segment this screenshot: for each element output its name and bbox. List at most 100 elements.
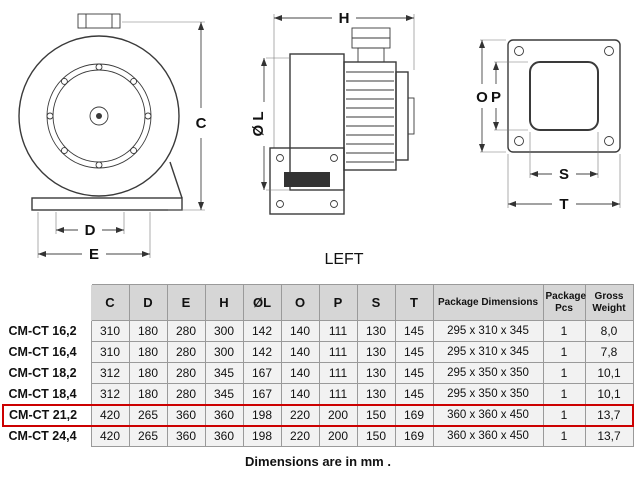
bolt-hole	[514, 46, 524, 56]
table-cell: 295 x 350 x 350	[432, 362, 544, 384]
table-cell: 295 x 350 x 350	[432, 383, 544, 405]
dim-label-e: E	[89, 246, 99, 263]
outlet-flange	[269, 147, 345, 215]
table-cell: 142	[242, 320, 282, 342]
model-cell: CM-CT 16,4	[3, 341, 92, 363]
table-cell: 180	[128, 341, 168, 363]
table-cell: 140	[280, 341, 320, 363]
table-cell: 111	[318, 383, 358, 405]
table-cell: 1	[542, 425, 586, 447]
table-cell: 300	[204, 341, 244, 363]
table-cell: 130	[356, 341, 396, 363]
table-cell: 130	[356, 383, 396, 405]
table-cell: 142	[242, 341, 282, 363]
table-cell: 345	[204, 383, 244, 405]
model-cell: CM-CT 21,2	[2, 403, 92, 427]
header-c: C	[90, 284, 130, 321]
motor-end-cap	[395, 71, 409, 161]
table-cell: 180	[128, 320, 168, 342]
table-cell: 130	[356, 320, 396, 342]
table-cell: 13,7	[584, 403, 634, 427]
dim-label-h: H	[339, 10, 350, 27]
header-model-blank	[3, 284, 91, 321]
table-cell: 280	[166, 341, 206, 363]
technical-drawings: C D E	[18, 10, 621, 268]
table-cell: 280	[166, 383, 206, 405]
model-cell: CM-CT 16,2	[3, 320, 92, 342]
table-cell: 180	[128, 383, 168, 405]
table-header: C D E H ØL O P S T Package Dimensions Pa…	[3, 284, 634, 321]
table-cell: 198	[242, 403, 282, 427]
table-cell: 265	[128, 403, 168, 427]
flange-opening	[529, 61, 599, 131]
dim-label-s: S	[559, 166, 569, 183]
table-cell: 111	[318, 320, 358, 342]
table-cell: 200	[318, 425, 358, 447]
header-package-dimensions: Package Dimensions	[432, 284, 544, 321]
header-s: S	[356, 284, 396, 321]
table-row-highlighted: CM-CT 21,2 420 265 360 360 198 220 200 1…	[2, 403, 634, 427]
table-cell: 130	[356, 362, 396, 384]
table-cell: 312	[90, 362, 130, 384]
table-cell: 150	[356, 425, 396, 447]
volute-housing	[18, 35, 180, 197]
table-cell: 198	[242, 425, 282, 447]
table-cell: 360 x 360 x 450	[432, 425, 544, 447]
bolt-hole	[144, 112, 152, 120]
table-cell: 295 x 310 x 345	[432, 320, 544, 342]
fan-side-view-drawing: H	[252, 10, 415, 268]
dim-label-c: C	[196, 115, 207, 132]
table-cell: 360	[204, 425, 244, 447]
header-t: T	[394, 284, 434, 321]
header-gross-weight: Gross Weight	[584, 284, 634, 321]
table-cell: 1	[542, 320, 586, 342]
scroll-body	[289, 53, 345, 191]
table-cell: 140	[280, 320, 320, 342]
table-row: CM-CT 24,4 420 265 360 360 198 220 200 1…	[3, 425, 634, 447]
table-row: CM-CT 16,2 310 180 280 300 142 140 111 1…	[3, 320, 634, 342]
table-cell: 310	[90, 341, 130, 363]
table-cell: 295 x 310 x 345	[432, 341, 544, 363]
table-row: CM-CT 18,2 312 180 280 345 167 140 111 1…	[3, 362, 634, 384]
table-cell: 145	[394, 362, 434, 384]
model-cell: CM-CT 18,2	[3, 362, 92, 384]
table-row: CM-CT 16,4 310 180 280 300 142 140 111 1…	[3, 341, 634, 363]
table-cell: 360	[166, 403, 206, 427]
view-caption: LEFT	[324, 251, 363, 268]
header-ol: ØL	[242, 284, 282, 321]
table-cell: 220	[280, 425, 320, 447]
table-cell: 1	[542, 341, 586, 363]
table-cell: 145	[394, 320, 434, 342]
outlet-opening	[284, 172, 330, 187]
table-cell: 312	[90, 383, 130, 405]
table-cell: 1	[542, 362, 586, 384]
table-cell: 310	[90, 320, 130, 342]
dim-label-ol: Ø L	[252, 112, 267, 137]
terminal-box	[77, 13, 121, 29]
flange-view-drawing: O P S T	[476, 39, 621, 213]
header-e: E	[166, 284, 206, 321]
dim-label-t: T	[559, 196, 568, 213]
table-cell: 140	[280, 383, 320, 405]
hub	[89, 106, 109, 126]
header-d: D	[128, 284, 168, 321]
table-cell: 111	[318, 341, 358, 363]
dimensions-table: C D E H ØL O P S T Package Dimensions Pa…	[2, 284, 634, 447]
dimensions-note: Dimensions are in mm .	[245, 454, 391, 469]
flange-outer-plate	[507, 39, 621, 153]
model-cell: CM-CT 18,4	[3, 383, 92, 405]
table-cell: 200	[318, 403, 358, 427]
table-cell: 8,0	[584, 320, 634, 342]
table-cell: 220	[280, 403, 320, 427]
table-cell: 420	[90, 425, 130, 447]
table-cell: 265	[128, 425, 168, 447]
table-cell: 1	[542, 403, 586, 427]
table-cell: 167	[242, 383, 282, 405]
table-cell: 360	[204, 403, 244, 427]
table-cell: 360	[166, 425, 206, 447]
dim-label-p: P	[491, 89, 501, 106]
mounting-base	[31, 197, 183, 211]
table-cell: 10,1	[584, 362, 634, 384]
table-cell: 169	[394, 425, 434, 447]
